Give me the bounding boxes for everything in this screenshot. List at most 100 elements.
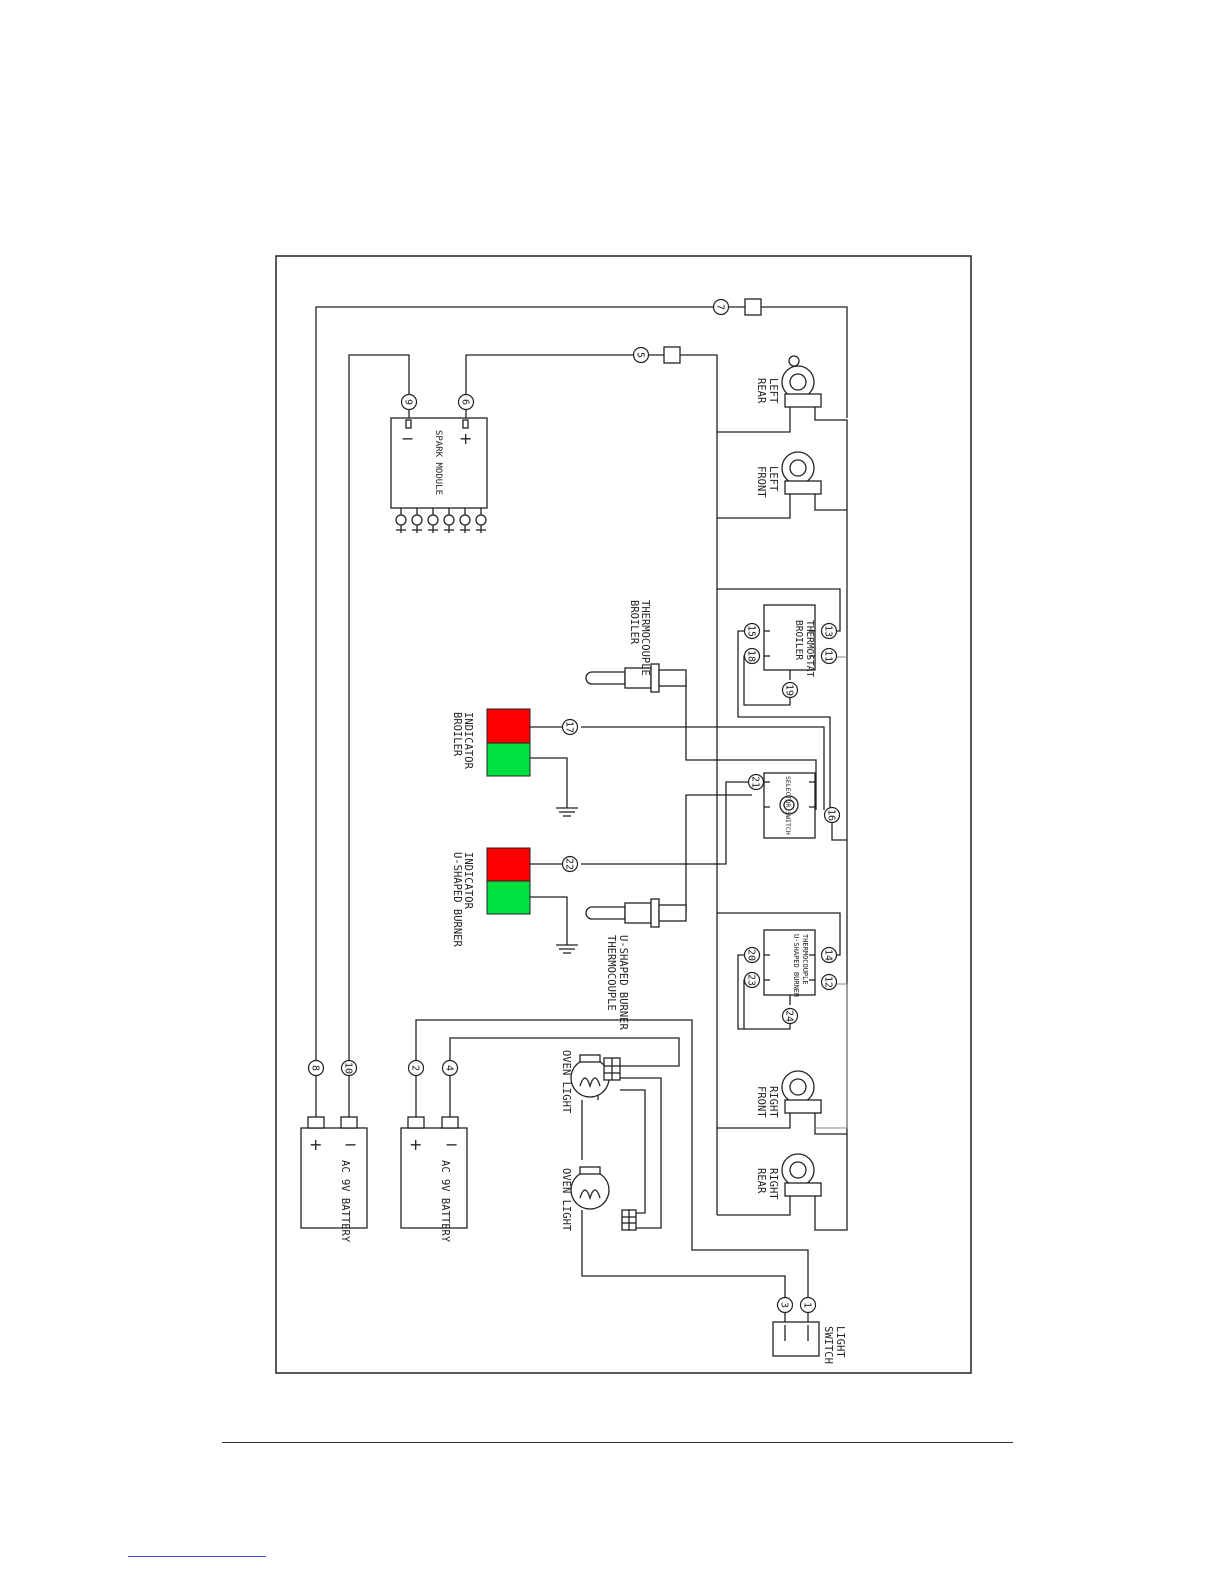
- label-right-rear-2: REAR: [755, 1168, 767, 1194]
- spark-module-plus: +: [459, 429, 472, 448]
- node-label: 22: [564, 858, 575, 870]
- node-label: 15: [746, 625, 757, 637]
- node-label: 1: [802, 1302, 813, 1308]
- wires: [315, 306, 848, 1340]
- node-label: 23: [746, 974, 757, 986]
- node-2: 2: [407, 1059, 425, 1077]
- svg-text:BROILERINDICATOR: BROILERINDICATOR: [451, 712, 474, 770]
- node-5: 5: [632, 346, 650, 364]
- node-label: 21: [750, 776, 761, 788]
- node-label: 2: [410, 1065, 421, 1071]
- node-label: 8: [310, 1065, 321, 1071]
- node-9: 9: [400, 393, 418, 411]
- node-24: 24: [781, 1007, 799, 1025]
- node-20: 20: [743, 946, 761, 964]
- label-broiler-thermocouple-1: BROILER: [628, 600, 640, 645]
- ground-icon: [556, 807, 578, 954]
- svg-text:BROILERTHERMOSTAT: BROILERTHERMOSTAT: [793, 620, 815, 677]
- node-label: 12: [823, 976, 834, 988]
- battery-1: + − AC 9V BATTERY: [300, 1116, 368, 1243]
- footer-rule: [222, 1442, 1013, 1443]
- node-1: 1: [799, 1296, 817, 1314]
- svg-text:RIGHTFRONT: RIGHTFRONT: [755, 1086, 779, 1118]
- u-burner-indicator: U-SHAPED BURNERINDICATOR: [451, 847, 531, 948]
- node-8: 8: [307, 1059, 325, 1077]
- oven-light-1: OVEN LIGHT: [560, 1050, 621, 1114]
- battery-1-minus: −: [344, 1135, 357, 1154]
- node-12: 12: [820, 973, 838, 991]
- label-left-rear-2: REAR: [755, 378, 767, 404]
- burner-switch-left-rear: LEFTREAR: [755, 355, 822, 408]
- label-u-burner-thermocouple-1: U-SHAPED BURNER: [617, 935, 629, 1031]
- battery-1-plus: +: [309, 1135, 322, 1154]
- footer-link-underline: [128, 1556, 266, 1557]
- node-19: 19: [781, 681, 799, 699]
- label-oven-light-2: OVEN LIGHT: [560, 1168, 572, 1232]
- label-battery-1: AC 9V BATTERY: [339, 1160, 351, 1243]
- node-label: 14: [823, 949, 834, 961]
- label-broiler-indicator-1: BROILER: [451, 712, 463, 757]
- node-23: 23: [743, 971, 761, 989]
- u-burner-indicator-green: [486, 880, 531, 915]
- svg-text:LEFTFRONT: LEFTFRONT: [755, 466, 779, 498]
- node-label: 7: [715, 304, 726, 310]
- node-label: 3: [779, 1302, 790, 1308]
- node-label: 4: [444, 1065, 455, 1071]
- fuse-top: [744, 298, 762, 316]
- label-oven-light-1: OVEN LIGHT: [560, 1050, 572, 1114]
- battery-2: + − AC 9V BATTERY: [400, 1116, 468, 1243]
- node-22: 22: [561, 855, 579, 873]
- battery-2-plus: +: [409, 1135, 422, 1154]
- label-broiler-thermostat-2: THERMOSTAT: [804, 620, 815, 677]
- node-11: 11: [820, 647, 838, 665]
- label-u-burner-thermocouple-2: THERMOCOUPLE: [605, 935, 617, 1011]
- node-18: 18: [743, 647, 761, 665]
- node-label: 13: [823, 625, 834, 637]
- label-right-rear-1: RIGHT: [767, 1168, 779, 1200]
- fuse-spark: [663, 346, 681, 364]
- label-u-burner-indicator-2: INDICATOR: [462, 852, 474, 910]
- label-light-switch-1: LIGHT: [834, 1326, 846, 1358]
- burner-switch-right-front: RIGHTFRONT: [755, 1070, 822, 1118]
- u-burner-control: U-SHAPED BURNERTHERMOCOUPLE: [763, 929, 816, 1005]
- burner-switch-left-front: LEFTFRONT: [755, 451, 822, 498]
- node-13: 13: [820, 622, 838, 640]
- svg-text:U-SHAPED BURNERTHERMOCOUPLE: U-SHAPED BURNERTHERMOCOUPLE: [792, 934, 809, 998]
- u-burner-indicator-red: [486, 847, 531, 882]
- diagram-frame: [275, 255, 972, 1374]
- label-left-front-2: FRONT: [755, 466, 767, 498]
- label-u-burner-control-2: THERMOCOUPLE: [801, 934, 809, 985]
- node-label: 17: [564, 721, 575, 733]
- battery-2-minus: −: [445, 1135, 458, 1154]
- node-label: 11: [823, 650, 834, 662]
- node-6: 6: [457, 393, 475, 411]
- label-u-burner-indicator-1: U-SHAPED BURNER: [451, 852, 463, 948]
- svg-text:RIGHTREAR: RIGHTREAR: [755, 1168, 779, 1200]
- node-15: 15: [743, 622, 761, 640]
- label-selector-switch: SELECTOR SWITCH: [784, 776, 792, 835]
- label-light-switch-2: SWITCH: [822, 1326, 834, 1364]
- label-broiler-thermocouple-2: THERMOCOUPLE: [639, 600, 651, 676]
- node-21: 21: [747, 773, 765, 791]
- node-label: 9: [403, 399, 414, 405]
- label-battery-2: AC 9V BATTERY: [439, 1160, 451, 1243]
- spark-module-minus: −: [401, 429, 414, 448]
- label-right-front-2: FRONT: [755, 1086, 767, 1118]
- broiler-indicator: BROILERINDICATOR: [451, 708, 531, 777]
- broiler-indicator-red: [486, 708, 531, 744]
- label-broiler-thermostat-1: BROILER: [793, 620, 804, 660]
- broiler-thermocouple: BROILERTHERMOCOUPLE: [585, 600, 687, 693]
- node-16: 16: [823, 806, 841, 824]
- svg-text:U-SHAPED BURNERTHERMOCOUPLE: U-SHAPED BURNERTHERMOCOUPLE: [605, 935, 629, 1031]
- node-3: 3: [776, 1296, 794, 1314]
- node-label: 10: [343, 1062, 354, 1074]
- burner-switch-right-rear: RIGHTREAR: [755, 1153, 822, 1200]
- node-label: 5: [635, 352, 646, 358]
- node-10: 10: [340, 1059, 358, 1077]
- svg-text:BROILERTHERMOCOUPLE: BROILERTHERMOCOUPLE: [628, 600, 651, 676]
- svg-text:LIGHTSWITCH: LIGHTSWITCH: [822, 1326, 846, 1364]
- label-right-front-1: RIGHT: [767, 1086, 779, 1118]
- spark-module: SPARK MODULE − +: [390, 417, 488, 533]
- node-7: 7: [712, 298, 730, 316]
